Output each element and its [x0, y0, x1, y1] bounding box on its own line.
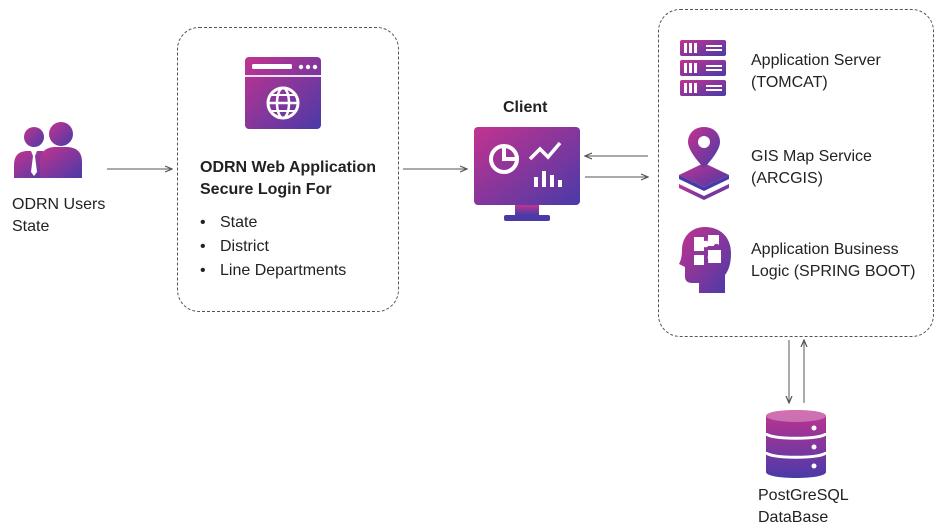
- service-business-logic: Application Business Logic (SPRING BOOT): [751, 241, 916, 280]
- head-puzzle-icon: [679, 225, 731, 295]
- server-rack-icon: [680, 40, 726, 96]
- list-item: Line Departments: [200, 259, 346, 283]
- users-icon: [12, 120, 84, 180]
- database-label: PostGreSQL DataBase: [758, 487, 849, 526]
- users-label: ODRN Users State: [12, 196, 106, 235]
- service-gis-map: GIS Map Service (ARCGIS): [751, 148, 872, 187]
- database-icon: [764, 408, 828, 480]
- client-label: Client: [503, 99, 548, 116]
- monitor-dashboard-icon: [474, 127, 580, 223]
- service-app-server: Application Server (TOMCAT): [751, 52, 881, 91]
- services-container: [658, 9, 934, 337]
- webapp-access-list: State District Line Departments: [200, 211, 346, 283]
- webapp-container: [177, 27, 399, 312]
- webapp-title: ODRN Web Application Secure Login For: [200, 159, 376, 198]
- list-item: District: [200, 235, 346, 259]
- web-browser-globe-icon: [245, 57, 321, 129]
- list-item: State: [200, 211, 346, 235]
- map-layers-pin-icon: [677, 125, 731, 201]
